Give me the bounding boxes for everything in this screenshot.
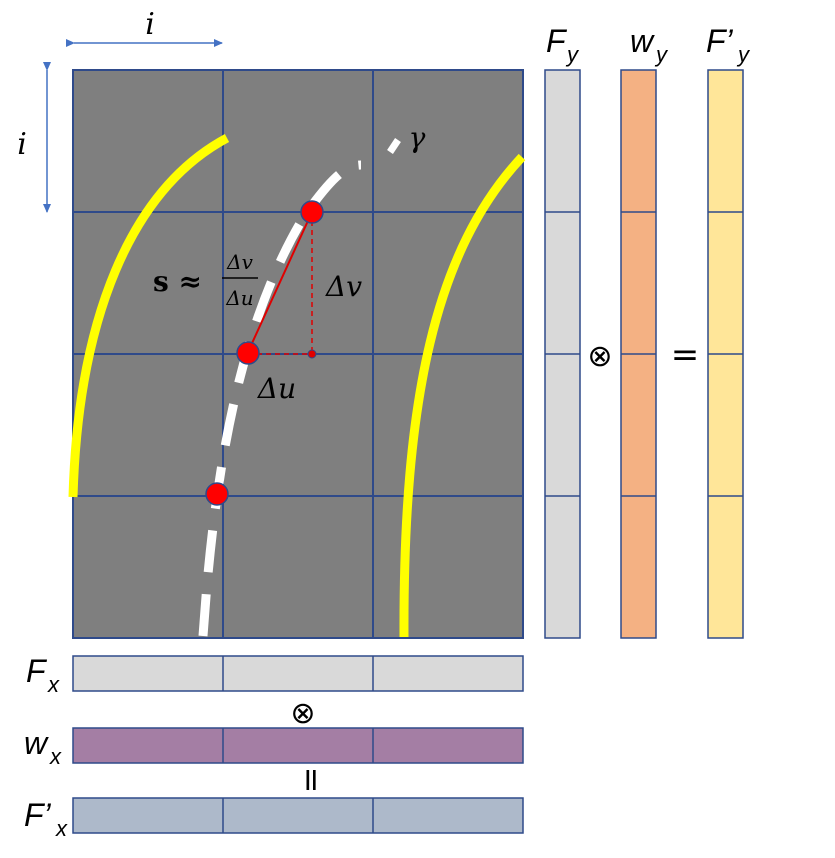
gamma-curve-tick	[387, 138, 401, 154]
Fpy-vector	[707, 69, 744, 639]
wx-label: w	[24, 725, 49, 761]
Fx-vector	[72, 655, 524, 692]
sample-point-top	[300, 200, 324, 224]
slope-numerator: Δv	[226, 250, 253, 274]
Fpy-subscript: y	[736, 42, 751, 67]
equals-right: =	[671, 335, 700, 375]
gamma-label: γ	[409, 121, 426, 154]
Fpx-vector	[72, 797, 524, 834]
Fy-vector	[544, 69, 581, 639]
equals-bottom: =	[293, 767, 331, 794]
slope-denominator: Δu	[225, 286, 253, 310]
otimes-bottom: ⊗	[290, 696, 315, 731]
slope-formula-lhs: s ≈	[153, 265, 202, 298]
Fpx-subscript: x	[55, 816, 68, 841]
cell-height-label: i	[17, 127, 27, 162]
sample-point-bottom	[205, 482, 229, 506]
wx-subscript: x	[49, 744, 62, 769]
wx-vector	[72, 727, 524, 764]
Fpy-label: F’	[706, 23, 734, 59]
delta-v-label: Δv	[325, 270, 362, 303]
otimes-right: ⊗	[587, 339, 612, 374]
delta-u-label: Δu	[257, 372, 296, 405]
Fy-label: F	[546, 23, 568, 59]
cell-width-label: i	[145, 7, 155, 42]
delta-corner-dot	[307, 349, 317, 359]
Fy-subscript: y	[565, 42, 580, 67]
Fx-label: F	[26, 653, 48, 689]
gamma-curve	[198, 160, 362, 637]
wy-subscript: y	[654, 42, 669, 67]
wy-label: w	[630, 23, 655, 59]
yellow-curve-right	[399, 153, 526, 638]
yellow-curve-left	[68, 134, 230, 498]
slope-line	[247, 211, 313, 353]
Fpx-label: F’	[24, 797, 52, 833]
Fx-subscript: x	[47, 672, 60, 697]
wy-vector	[620, 69, 657, 639]
sample-point-middle	[236, 341, 260, 365]
